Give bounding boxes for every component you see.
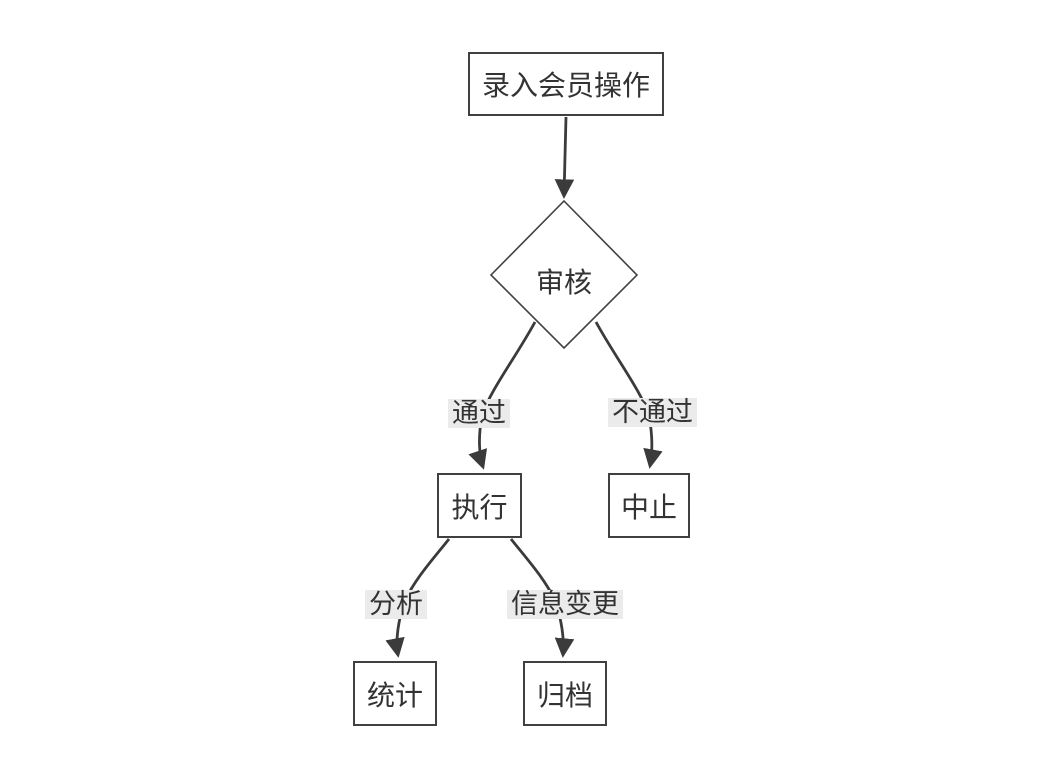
flow-node-review-label: 审核 [535,267,592,298]
flow-node-archive: 归档 [523,661,607,726]
edge-label-pass: 通过 [448,399,510,428]
edge-review-abort [594,321,663,469]
edge-review-execute [468,321,537,470]
edge-label-info-change: 信息变更 [507,590,623,619]
edge-start-review [554,116,575,199]
flow-node-stats: 统计 [353,661,437,726]
flow-node-abort: 中止 [608,473,690,538]
flow-node-abort-label: 中止 [620,491,677,523]
flow-node-archive-label: 归档 [536,679,593,711]
edge-label-analyze: 分析 [365,590,427,619]
flow-node-review-shape [489,199,639,350]
flow-node-start-label: 录入会员操作 [481,70,650,101]
flow-node-execute-label: 执行 [451,491,508,523]
edge-label-fail: 不通过 [608,398,697,427]
flow-node-stats-label: 统计 [366,679,423,711]
flow-node-start: 录入会员操作 [468,52,664,116]
flow-node-execute: 执行 [437,473,522,538]
